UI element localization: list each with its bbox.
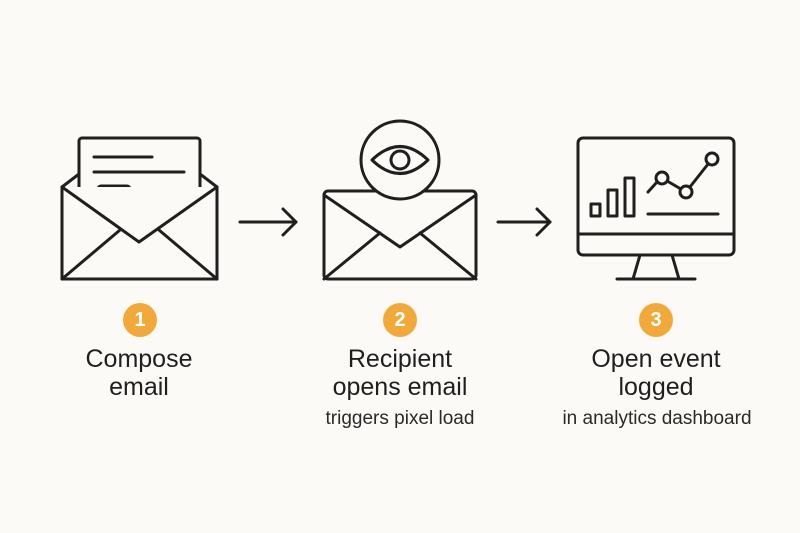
step-title-line: Recipient [347, 345, 453, 373]
monitor-chart-icon [576, 136, 736, 281]
step-number-1: 1 [123, 303, 157, 337]
step-title-line: email [109, 373, 169, 401]
envelope-with-eye-icon [322, 119, 478, 281]
arrow-right-icon [496, 207, 552, 237]
step-number-2: 2 [383, 303, 417, 337]
step-title-line: logged [618, 373, 694, 401]
step-number-3: 3 [639, 303, 673, 337]
step-title-line: opens email [332, 373, 468, 401]
step-title-3: Open event logged [536, 345, 776, 401]
step-title-2: Recipient opens email [280, 345, 520, 401]
step-title-1: Compose email [19, 345, 259, 401]
step-title-line: Compose [85, 345, 193, 373]
step-subtitle-2: triggers pixel load [325, 408, 475, 429]
envelope-with-letter-icon [60, 136, 219, 281]
step-subtitle-3: in analytics dashboard [562, 408, 752, 429]
step-title-line: Open event [591, 345, 721, 373]
arrow-right-icon [238, 207, 298, 237]
